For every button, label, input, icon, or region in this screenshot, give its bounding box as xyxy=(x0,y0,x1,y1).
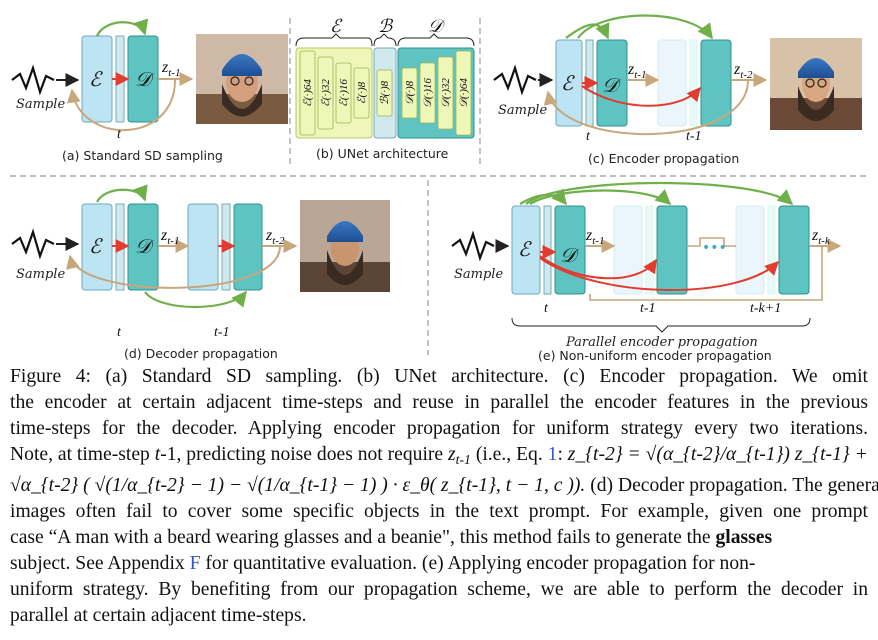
encoder-label: ℰ xyxy=(89,69,103,91)
panel-a-caption: (a) Standard SD sampling xyxy=(62,148,223,163)
svg-text:zt-1: zt-1 xyxy=(161,59,180,79)
panel-a: Sample ℰ 𝒟 zt-1 t (a) Standard SD sampli… xyxy=(11,18,288,163)
svg-text:ℰ: ℰ xyxy=(518,239,532,261)
sample-label: Sample xyxy=(454,267,503,282)
caption-line-3: time-steps for the decoder. Applying enc… xyxy=(10,418,868,439)
sample-wave-icon xyxy=(11,228,55,260)
caption-line-5: √α_{t-2} ( √(1/α_{t-2} − 1) − √(1/α_{t-1… xyxy=(10,475,878,496)
svg-text:t: t xyxy=(117,325,122,340)
generated-image-d xyxy=(300,200,390,292)
caption-line-8: subject. See Appendix F for quantitative… xyxy=(10,553,756,574)
unet-block-label: 𝒟(·)8 xyxy=(404,80,416,105)
panel-e-caption: (e) Non-uniform encoder propagation xyxy=(538,348,772,363)
unet-block-label: 𝒟(·)32 xyxy=(440,78,452,108)
svg-text:t: t xyxy=(544,301,549,316)
timestep-label: t xyxy=(117,127,122,142)
panel-d-caption: (d) Decoder propagation xyxy=(124,346,278,361)
svg-text:zt-2: zt-2 xyxy=(265,227,285,247)
unet-block-label: ℰ(·)16 xyxy=(338,79,350,107)
caption-line-4: Note, at time-step t-1, predicting noise… xyxy=(10,444,868,467)
unet-block xyxy=(353,67,370,119)
generated-image-a xyxy=(196,34,288,124)
figure-diagram: Sample ℰ 𝒟 zt-1 t (a) Standard SD sampli… xyxy=(10,14,868,363)
unet-block xyxy=(299,50,316,136)
svg-text:𝒟: 𝒟 xyxy=(428,16,446,36)
unet-block xyxy=(455,50,472,136)
unet-block-label: 𝒟(·)16 xyxy=(422,78,434,108)
sample-label: Sample xyxy=(16,267,65,282)
generated-image-c xyxy=(770,38,862,130)
unet-block xyxy=(335,62,352,124)
unet-block-label: ℬ(·)8 xyxy=(379,80,391,105)
unet-block xyxy=(317,56,334,130)
caption-line-9: uniform strategy. By benefiting from our… xyxy=(10,579,868,600)
sample-wave-icon xyxy=(451,230,495,262)
panel-c-caption: (c) Encoder propagation xyxy=(588,151,739,166)
svg-text:zt-1: zt-1 xyxy=(160,227,179,247)
svg-text:t-k+1: t-k+1 xyxy=(750,301,781,316)
sample-label: Sample xyxy=(498,103,547,118)
svg-text:t: t xyxy=(586,129,591,144)
svg-text:ℰ: ℰ xyxy=(89,236,103,258)
svg-text:t-1: t-1 xyxy=(640,301,656,316)
sample-wave-icon xyxy=(11,64,55,96)
unet-block xyxy=(437,56,454,130)
caption-line-6: images often fail to cover some specific… xyxy=(10,501,868,522)
caption-line-7: case “A man with a beard wearing glasses… xyxy=(10,527,773,548)
brace-label: Parallel encoder propagation xyxy=(565,335,758,350)
svg-text:ℰ: ℰ xyxy=(330,16,343,36)
svg-text:zt-1: zt-1 xyxy=(627,61,646,81)
svg-text:zt-1: zt-1 xyxy=(585,227,604,247)
panel-b: ℰ ℬ 𝒟 ℰ(·)64 ℰ(·)32 ℰ(·)16 ℰ(·)8 ℬ(·)8 𝒟(·)8 𝒟… xyxy=(295,16,475,161)
figure-caption: Figure 4: (a) Standard SD sampling. (b) … xyxy=(10,364,878,629)
panel-d: Sample ℰ 𝒟 zt-1 zt-2 t t-1 (d) Decoder p… xyxy=(11,184,390,361)
panel-e: Sample ℰ 𝒟 zt-1 ••• zt-k t t-1 t-k+1 Par… xyxy=(451,181,842,363)
svg-text:t-1: t-1 xyxy=(214,325,230,340)
svg-text:𝒟: 𝒟 xyxy=(602,75,622,97)
unet-block xyxy=(419,62,436,124)
ellipsis: ••• xyxy=(702,240,727,256)
decoder-label: 𝒟 xyxy=(135,69,155,91)
panel-c: Sample ℰ 𝒟 zt-1 zt-2 t t-1 (c) Encoder p… xyxy=(493,14,862,166)
caption-line-10: parallel at certain adjacent time-steps. xyxy=(10,605,307,626)
unet-block-label: ℰ(·)64 xyxy=(302,79,314,107)
svg-text:ℰ: ℰ xyxy=(561,73,575,95)
panel-dividers xyxy=(10,18,868,355)
unet-block xyxy=(376,69,393,117)
unet-block-label: ℰ(·)8 xyxy=(356,81,368,104)
unet-block-label: ℰ(·)32 xyxy=(320,79,332,107)
sample-wave-icon xyxy=(493,64,537,96)
panel-b-caption: (b) UNet architecture xyxy=(316,146,449,161)
caption-line-1: Figure 4: (a) Standard SD sampling. (b) … xyxy=(10,366,868,387)
svg-text:t-1: t-1 xyxy=(686,129,702,144)
sample-label: Sample xyxy=(16,97,65,112)
caption-line-2: the encoder at certain adjacent time-ste… xyxy=(10,392,868,413)
svg-text:ℬ: ℬ xyxy=(378,16,394,36)
svg-text:𝒟: 𝒟 xyxy=(135,236,155,258)
unet-block-label: 𝒟(·)64 xyxy=(458,78,470,108)
svg-text:zt-k: zt-k xyxy=(811,227,831,247)
unet-blocks: ℰ(·)64 ℰ(·)32 ℰ(·)16 ℰ(·)8 ℬ(·)8 𝒟(·)8 𝒟(·)16 𝒟… xyxy=(299,50,472,136)
unet-block xyxy=(401,67,418,119)
svg-text:zt-2: zt-2 xyxy=(733,61,753,81)
svg-text:𝒟: 𝒟 xyxy=(560,245,580,267)
